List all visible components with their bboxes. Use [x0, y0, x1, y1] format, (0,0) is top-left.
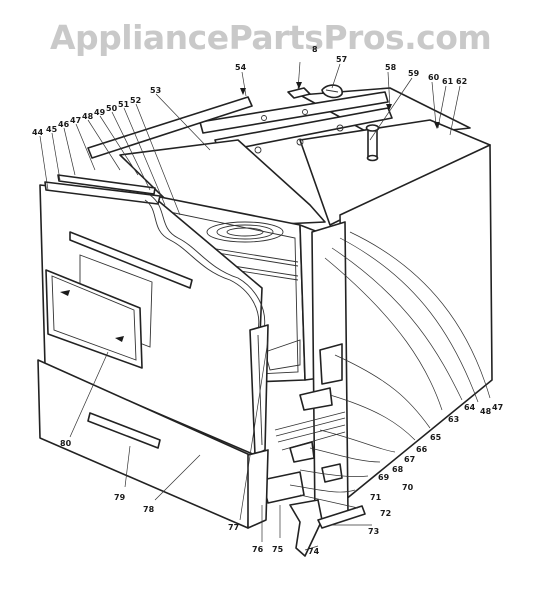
- callout-53: 53: [150, 86, 161, 95]
- callout-75: 75: [272, 545, 284, 554]
- callout-71: 71: [370, 493, 382, 502]
- callout-47-right: 47: [492, 403, 503, 412]
- callout-48-right: 48: [480, 407, 492, 416]
- callout-45: 45: [46, 125, 58, 134]
- cabinet-top-frame: [87, 84, 491, 229]
- broiler-drawer: [37, 359, 269, 529]
- callout-57: 57: [336, 55, 347, 64]
- callout-46: 46: [58, 120, 70, 129]
- callout-76: 76: [252, 545, 264, 554]
- callout-52: 52: [130, 96, 141, 105]
- callout-54: 54: [235, 63, 247, 72]
- callout-80: 80: [60, 439, 72, 448]
- callout-60: 60: [428, 73, 440, 82]
- callout-74: 74: [308, 547, 320, 556]
- callout-77: 77: [228, 523, 239, 532]
- callout-labels: 44 45 46 47 48 49 50 51 52 53 54 8 57 58…: [32, 45, 503, 556]
- frame-front: [261, 221, 366, 557]
- callout-63: 63: [448, 415, 459, 424]
- callout-79: 79: [114, 493, 126, 502]
- callout-69: 69: [378, 473, 390, 482]
- callout-8: 8: [312, 45, 318, 54]
- callout-73: 73: [368, 527, 379, 536]
- callout-50: 50: [106, 104, 118, 113]
- leader-lines: [39, 61, 491, 551]
- callout-61: 61: [442, 77, 454, 86]
- callout-67: 67: [404, 455, 415, 464]
- callout-72: 72: [380, 509, 391, 518]
- callout-47: 47: [70, 116, 81, 125]
- watermark-logo: AppliancePartsPros.com: [50, 18, 492, 57]
- callout-59: 59: [408, 69, 420, 78]
- callout-48: 48: [82, 112, 94, 121]
- callout-58: 58: [385, 63, 397, 72]
- callout-70: 70: [402, 483, 414, 492]
- callout-66: 66: [416, 445, 428, 454]
- callout-44: 44: [32, 128, 44, 137]
- callout-51: 51: [118, 100, 130, 109]
- callout-68: 68: [392, 465, 404, 474]
- callout-62: 62: [456, 77, 467, 86]
- oven-door: [39, 174, 269, 456]
- marker-arrows: [240, 82, 440, 129]
- callout-78: 78: [143, 505, 155, 514]
- callout-65: 65: [430, 433, 442, 442]
- callout-64: 64: [464, 403, 476, 412]
- callout-49: 49: [94, 108, 106, 117]
